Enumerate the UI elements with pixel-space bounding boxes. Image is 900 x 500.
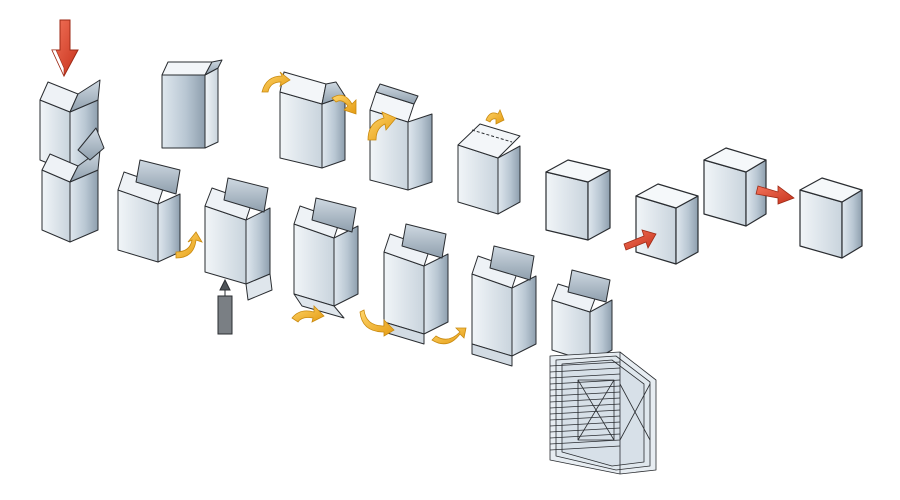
push-arrow-icon bbox=[623, 229, 657, 251]
fold-arrow-icon bbox=[331, 94, 357, 115]
fold-arrow-icon bbox=[261, 71, 291, 93]
carton-lower-3-fold-bottom bbox=[293, 197, 359, 319]
fold-arrow-icon bbox=[291, 305, 325, 323]
carton-lower-4-tuck-bottom bbox=[383, 223, 449, 345]
carton-upper-4-close-top bbox=[457, 123, 521, 215]
carton-upper-7-discharge bbox=[703, 147, 767, 227]
entry-down-arrow-icon bbox=[51, 19, 79, 78]
push-arrow-icon bbox=[755, 185, 795, 205]
fold-arrow-icon bbox=[359, 309, 395, 337]
carton-finished bbox=[799, 177, 863, 259]
fold-arrow-icon bbox=[485, 109, 505, 125]
fold-arrow-icon bbox=[175, 231, 203, 259]
carton-lower-2-product-insert bbox=[204, 177, 273, 301]
fold-arrow-icon bbox=[431, 327, 467, 345]
blank-magazine-stack bbox=[549, 351, 657, 475]
carton-upper-1-flat bbox=[161, 59, 223, 149]
carton-lower-1-erect bbox=[117, 159, 181, 263]
fold-arrow-icon bbox=[367, 111, 397, 141]
carton-upper-5-closed bbox=[545, 159, 611, 241]
carton-upper-6-transfer bbox=[635, 183, 699, 265]
carton-upper-3-tuck bbox=[369, 83, 433, 191]
carton-step-1b-opened-box bbox=[41, 127, 105, 243]
push-rod-icon bbox=[217, 278, 233, 335]
carton-lower-6-fill-top bbox=[551, 269, 613, 363]
carton-lower-5-bottom-closed bbox=[471, 245, 537, 367]
carton-upper-2-fold-flaps bbox=[279, 71, 346, 169]
